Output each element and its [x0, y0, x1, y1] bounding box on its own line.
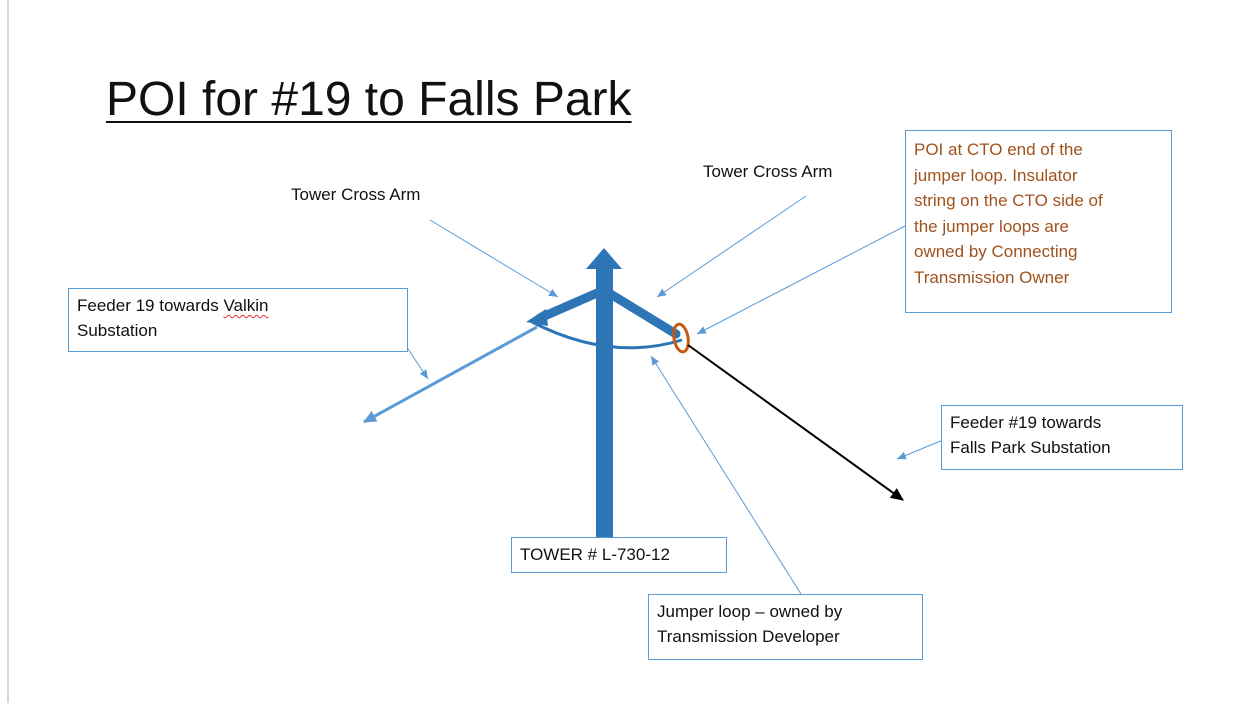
poi-pointer [696, 225, 906, 335]
poi-callout-box: POI at CTO end of the jumper loop. Insul… [905, 130, 1172, 313]
poi-text-line3: string on the CTO side of [914, 191, 1103, 210]
feeder-falls-park-line [687, 344, 904, 501]
poi-text-line4: the jumper loops are [914, 216, 1069, 236]
jumper-loop-box: Jumper loop – owned by Transmission Deve… [648, 594, 923, 660]
feeder-falls-park-pointer [896, 439, 944, 460]
poi-text-line6: Transmission Owner [914, 267, 1070, 287]
jumper-loop-pointer [650, 355, 802, 595]
left-page-edge [0, 0, 9, 703]
tower-cross-arms [526, 285, 681, 339]
tower-mast [586, 248, 622, 540]
jumper-loop-line1: Jumper loop – owned by [657, 602, 843, 621]
cross-arm-right-pointer [656, 195, 807, 298]
feeder-valkin-line [363, 325, 538, 424]
feeder-valkin-box: Feeder 19 towards Valkin Substation [68, 288, 408, 352]
feeder-valkin-line1: Feeder 19 towards Valkin [77, 296, 269, 315]
insulator-ring [672, 322, 690, 354]
feeder-falls-park-line1: Feeder #19 towards [950, 413, 1102, 432]
tower-id-text: TOWER # L-730-12 [520, 545, 670, 564]
jumper-loop [531, 320, 683, 350]
cross-arm-left-label: Tower Cross Arm [291, 185, 421, 204]
poi-text-line5: owned by Connecting [914, 242, 1078, 261]
tower-id-box: TOWER # L-730-12 [511, 537, 727, 573]
feeder-valkin-line2: Substation [77, 321, 158, 340]
poi-text-line2: jumper loop. Insulator [914, 165, 1078, 185]
cross-arm-left-pointer [429, 219, 559, 298]
cross-arm-right-label: Tower Cross Arm [703, 162, 833, 181]
jumper-loop-line2: Transmission Developer [657, 627, 840, 646]
poi-text-line1: POI at CTO end of the [914, 140, 1083, 159]
page-title: POI for #19 to Falls Park [106, 73, 632, 126]
feeder-falls-park-box: Feeder #19 towards Falls Park Substation [941, 405, 1183, 470]
feeder-falls-park-line2: Falls Park Substation [950, 438, 1111, 457]
valkin-word: Valkin [223, 296, 269, 315]
